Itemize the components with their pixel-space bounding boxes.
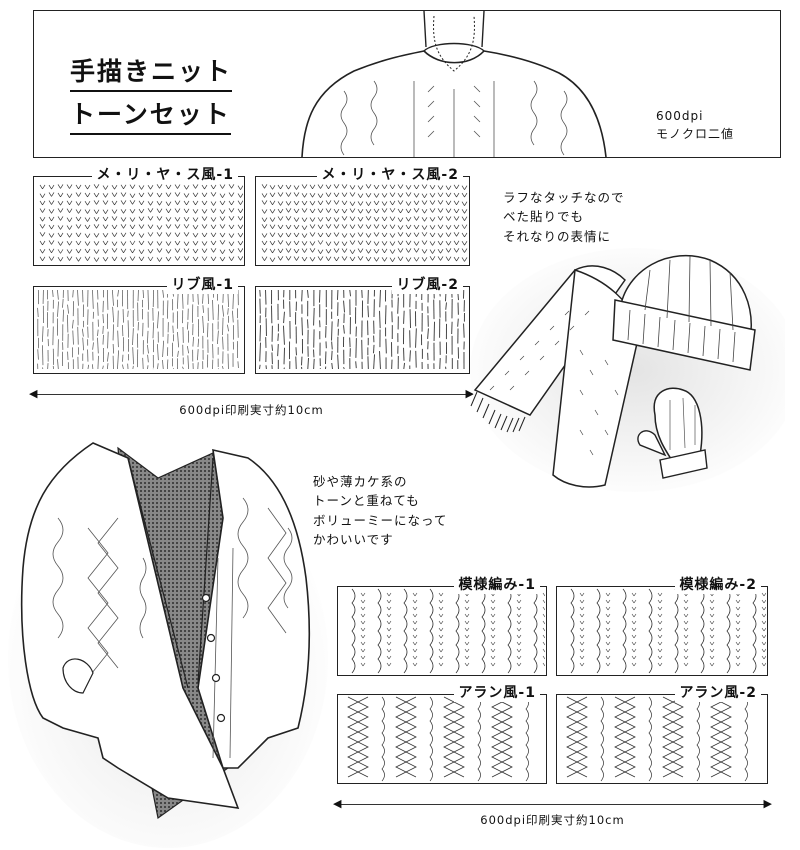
- swatch-rib-1: リブ風-1: [33, 276, 245, 374]
- measure-bottom: ◀ ▶ 600dpi印刷実寸約10cm: [333, 798, 772, 828]
- measure-top: ◀ ▶ 600dpi印刷実寸約10cm: [29, 388, 474, 418]
- swatch-label: アラン風-1: [454, 684, 540, 702]
- note-middle: 砂や薄カケ系の トーンと重ねても ボリューミーになって かわいいです: [313, 474, 448, 548]
- swatch-texture: [261, 184, 468, 262]
- spec-block: 600dpi モノクロ二値: [656, 107, 734, 143]
- page-title: 手描きニット トーンセット: [70, 55, 233, 141]
- swatch-pattern-1: 模様編み-1: [337, 576, 547, 676]
- swatch-pattern-2: 模様編み-2: [556, 576, 768, 676]
- spec-mode: モノクロ二値: [656, 127, 735, 141]
- header-panel: 手描きニット トーンセット 600dpi モノクロ二値: [33, 10, 781, 158]
- cardigan-illustration: [8, 442, 328, 848]
- swatch-label: メ・リ・ヤ・ス風-2: [317, 166, 463, 184]
- measure-caption: 600dpi印刷実寸約10cm: [480, 813, 625, 827]
- scarf-hat-illustration: [470, 248, 785, 492]
- swatch-label: リブ風-1: [167, 276, 238, 294]
- swatch-label: リブ風-2: [392, 276, 463, 294]
- swatch-stockinette-2: メ・リ・ヤ・ス風-2: [255, 166, 470, 266]
- swatch-stockinette-1: メ・リ・ヤ・ス風-1: [33, 166, 245, 266]
- swatch-texture: [570, 588, 766, 674]
- swatch-aran-1: アラン風-1: [337, 684, 547, 784]
- title-line-1: 手描きニット: [70, 55, 233, 92]
- swatch-texture: [37, 289, 239, 370]
- note-top: ラフなタッチなので ベた貼りでも それなりの表情に: [503, 190, 625, 244]
- swatch-label: メ・リ・ヤ・ス風-1: [92, 166, 238, 184]
- arrow-left-icon: ◀: [29, 387, 38, 400]
- arrow-right-icon: ▶: [763, 797, 772, 810]
- swatch-rib-2: リブ風-2: [255, 276, 470, 374]
- swatch-texture: [39, 184, 243, 262]
- swatch-texture: [347, 696, 529, 782]
- title-line-2: トーンセット: [70, 98, 231, 135]
- sweater-illustration: [301, 11, 607, 157]
- swatch-texture: [259, 289, 465, 370]
- swatch-label: 模様編み-2: [675, 576, 761, 594]
- swatch-label: 模様編み-1: [454, 576, 540, 594]
- swatch-aran-2: アラン風-2: [556, 684, 768, 784]
- swatch-label: アラン風-2: [675, 684, 761, 702]
- swatch-texture: [351, 588, 545, 674]
- arrow-left-icon: ◀: [333, 797, 342, 810]
- arrow-right-icon: ▶: [465, 387, 474, 400]
- measure-caption: 600dpi印刷実寸約10cm: [179, 403, 324, 417]
- spec-dpi: 600dpi: [656, 109, 704, 123]
- swatch-texture: [566, 696, 748, 782]
